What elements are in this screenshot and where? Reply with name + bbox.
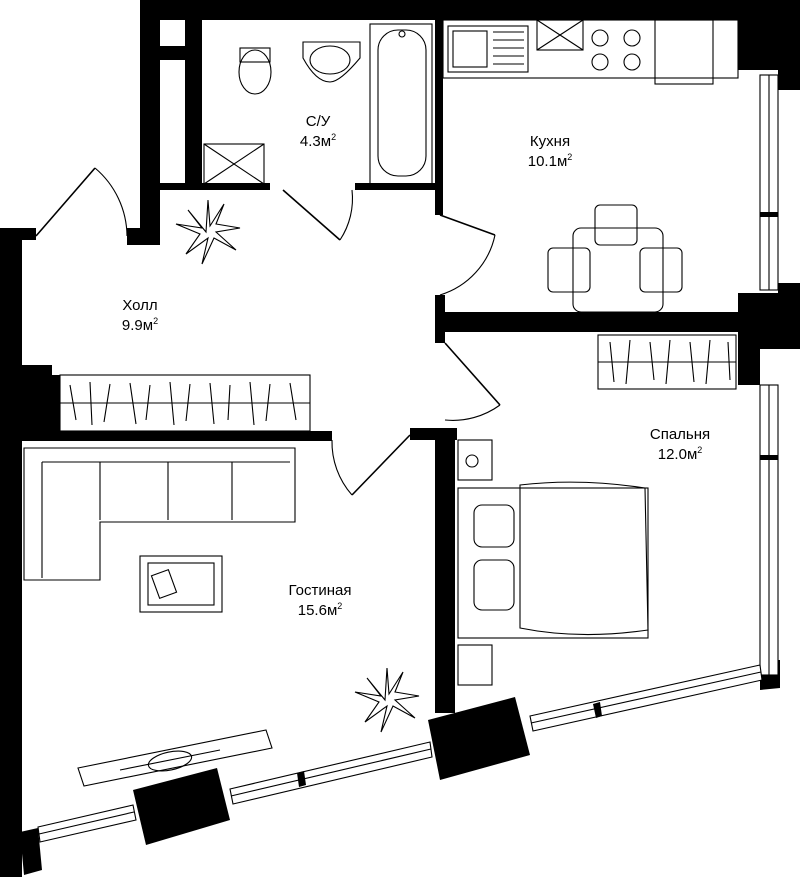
hall-furniture [59, 199, 311, 432]
room-name: Спальня [649, 426, 711, 443]
bottom-windows [37, 664, 763, 843]
room-label-bedroom: Спальня 12.0м2 [630, 426, 730, 465]
room-name: С/У [305, 113, 331, 130]
kitchen-fixtures [442, 19, 739, 313]
room-label-bathroom: С/У 4.3м2 [283, 113, 353, 152]
room-name: Холл [122, 297, 158, 314]
room-area: 10.1м2 [527, 151, 573, 170]
doors [35, 167, 501, 496]
right-windows [759, 74, 779, 676]
room-label-kitchen: Кухня 10.1м2 [505, 133, 595, 172]
room-name: Кухня [529, 133, 571, 150]
room-area: 9.9м2 [121, 315, 159, 334]
room-area: 12.0м2 [657, 444, 703, 463]
room-area: 15.6м2 [297, 600, 343, 619]
bedroom-furniture [457, 334, 737, 686]
living-furniture [23, 447, 420, 787]
room-label-hall: Холл 9.9м2 [95, 297, 185, 336]
room-name: Гостиная [288, 582, 352, 599]
room-label-living: Гостиная 15.6м2 [265, 582, 375, 621]
bathroom-fixtures [203, 23, 433, 185]
room-area: 4.3м2 [299, 131, 337, 150]
